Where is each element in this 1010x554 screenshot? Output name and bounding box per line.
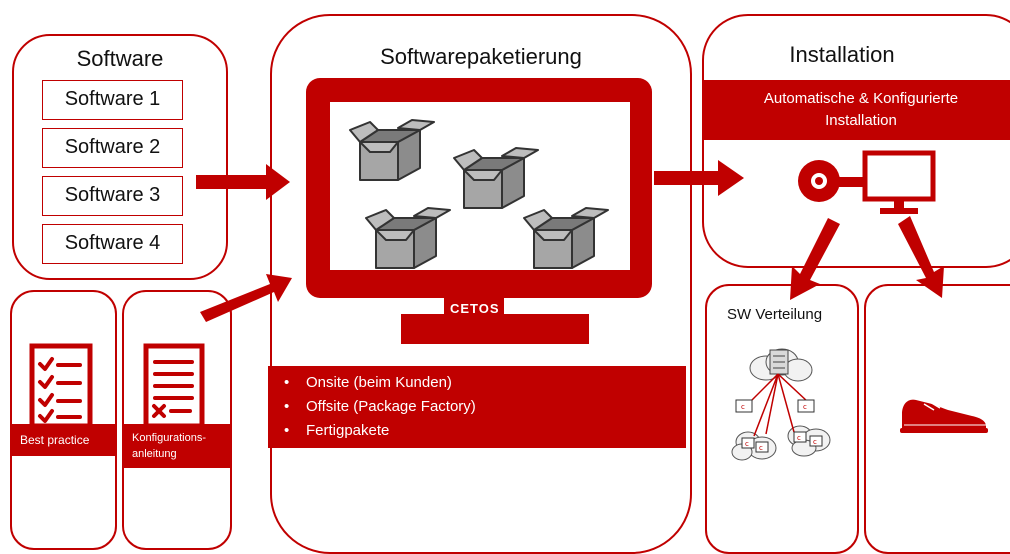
open-box-icon (349, 119, 435, 181)
installation-banner-line2: Installation (825, 112, 897, 129)
open-box-icon (365, 207, 451, 269)
arrow-software-to-packaging (196, 164, 290, 200)
distribution-title: SW Verteilung (727, 306, 823, 323)
checklist-icon (29, 343, 93, 429)
svg-text:c: c (741, 403, 745, 411)
svg-text:c: c (803, 403, 807, 411)
network-distribution-icon: c c c c c c (731, 348, 831, 461)
best-practice-label: Best practice (20, 433, 90, 447)
packaging-title: Softwarepaketierung (380, 44, 582, 69)
packaging-options-box: Onsite (beim Kunden) Offsite (Package Fa… (268, 366, 686, 448)
arrow-packaging-to-installation (654, 160, 744, 196)
arrow-to-manual-install (898, 216, 944, 298)
option-fertigpakete: Fertigpakete (268, 419, 686, 443)
open-box-icon (523, 207, 609, 269)
installation-title: Installation (789, 42, 895, 67)
svg-text:c: c (759, 444, 763, 452)
svg-text:c: c (745, 440, 749, 448)
monitor-icon (862, 150, 936, 214)
software-item-3: Software 3 (42, 176, 183, 216)
shoe-icon (900, 399, 988, 433)
disc-icon (798, 160, 840, 202)
open-box-icon (453, 147, 539, 209)
config-document-icon (143, 343, 205, 429)
arrow-to-distribution (790, 218, 840, 300)
option-offsite: Offsite (Package Factory) (268, 395, 686, 419)
software-item-1: Software 1 (42, 80, 183, 120)
installation-panel: Installation (702, 14, 1010, 268)
best-practice-label-box: Best practice (10, 424, 117, 456)
installation-banner: Automatische & Konfigurierte Installatio… (702, 80, 1010, 140)
packaging-options-list: Onsite (beim Kunden) Offsite (Package Fa… (268, 371, 686, 443)
monitor-brand: CETOS (450, 301, 500, 316)
config-guide-label-line1: Konfigurations- (132, 432, 206, 444)
svg-text:c: c (797, 434, 801, 442)
distribution-panel: SW Verteilung (705, 284, 859, 554)
arrow-docs-to-packaging (200, 274, 292, 322)
option-onsite: Onsite (beim Kunden) (268, 371, 686, 395)
software-title: Software (76, 46, 164, 71)
config-guide-label-box: Konfigurations- anleitung (122, 424, 232, 468)
software-item-4: Software 4 (42, 224, 183, 264)
software-item-2: Software 2 (42, 128, 183, 168)
software-panel: Software Software 1 Software 2 Software … (12, 34, 228, 280)
installation-banner-line1: Automatische & Konfigurierte (763, 90, 959, 107)
svg-text:c: c (813, 438, 817, 446)
config-guide-label-line2: anleitung (132, 448, 177, 460)
